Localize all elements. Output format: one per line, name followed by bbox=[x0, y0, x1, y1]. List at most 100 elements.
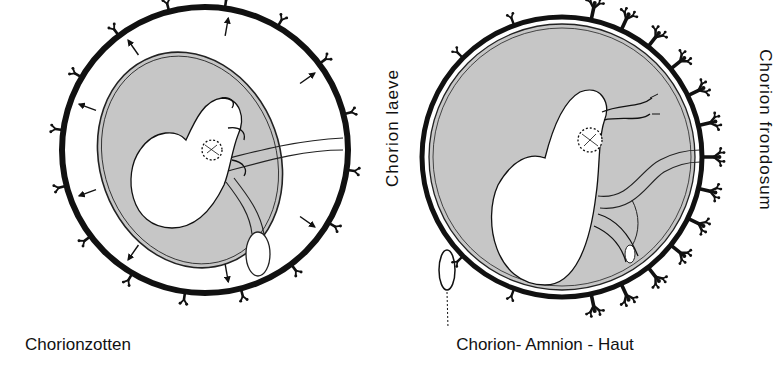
villus-tip bbox=[122, 281, 125, 284]
villus-tip bbox=[50, 124, 53, 127]
villus-tip bbox=[107, 27, 110, 30]
amnion bbox=[433, 28, 691, 286]
embryo bbox=[492, 90, 660, 285]
villus-tip bbox=[185, 303, 188, 306]
villus-tip bbox=[701, 224, 705, 228]
villus-tip bbox=[708, 223, 711, 226]
villus-tip bbox=[585, 313, 588, 316]
villus-tip bbox=[239, 300, 242, 303]
villus-tip bbox=[52, 184, 55, 187]
villus-tip bbox=[723, 151, 726, 154]
villus-tip bbox=[719, 188, 722, 191]
villus-tip bbox=[635, 15, 638, 18]
villus-tip bbox=[355, 113, 358, 116]
villus-tip bbox=[719, 147, 722, 150]
villus-tip bbox=[657, 25, 660, 28]
villus-tip bbox=[713, 190, 717, 194]
villus-tip bbox=[455, 265, 458, 268]
villus-tip bbox=[707, 94, 710, 97]
embryo bbox=[131, 98, 246, 228]
growth-arrows bbox=[79, 18, 315, 282]
villus-tip bbox=[699, 233, 702, 236]
villus-tip bbox=[627, 298, 631, 302]
villus-tip bbox=[620, 8, 623, 11]
villus-tip bbox=[358, 167, 361, 170]
villus-tip bbox=[664, 281, 667, 284]
villus-tip bbox=[665, 36, 668, 39]
connecting-stalk bbox=[224, 150, 343, 172]
membrane-marker bbox=[439, 250, 455, 290]
villus-tip bbox=[657, 279, 661, 283]
villus-tip bbox=[707, 217, 710, 220]
villus-tip bbox=[285, 16, 288, 19]
yolk-sac bbox=[246, 232, 270, 276]
villus-tip bbox=[602, 2, 605, 5]
villus-tip bbox=[593, 309, 597, 313]
villus-tip bbox=[717, 196, 720, 199]
villus-tip bbox=[717, 115, 720, 118]
villus-tip bbox=[49, 130, 52, 133]
growth-arrow bbox=[79, 190, 96, 196]
umbilical-cord bbox=[598, 150, 700, 196]
villus-tip bbox=[78, 239, 81, 242]
yolk-duct bbox=[632, 200, 638, 246]
villus-tip bbox=[71, 67, 74, 70]
villus-tip bbox=[512, 299, 515, 302]
villus-tip bbox=[717, 183, 720, 186]
villus-tip bbox=[717, 155, 721, 159]
villus-tip bbox=[723, 160, 726, 163]
villus-tip bbox=[625, 7, 628, 10]
villus-tip bbox=[719, 123, 722, 126]
growth-arrow bbox=[300, 73, 315, 83]
figure-label: Chorion laeve bbox=[384, 69, 403, 187]
villus-tip bbox=[602, 309, 605, 312]
growth-arrow bbox=[300, 217, 315, 227]
villus-tip bbox=[68, 73, 71, 76]
villus-tip bbox=[708, 89, 711, 92]
amnion bbox=[429, 24, 695, 290]
villus-tip bbox=[679, 49, 682, 52]
villus-tip bbox=[657, 31, 661, 35]
villus-tip bbox=[635, 296, 638, 299]
villus-tip bbox=[665, 275, 668, 278]
villus-tip bbox=[717, 128, 720, 131]
villus-tip bbox=[330, 58, 333, 61]
villus bbox=[226, 0, 230, 1]
villus-tip bbox=[682, 56, 686, 60]
villus-tip bbox=[336, 230, 339, 233]
villus-tip bbox=[699, 78, 702, 81]
villus-tip bbox=[179, 302, 182, 305]
villus-tip bbox=[689, 254, 692, 257]
villus-tip bbox=[684, 261, 687, 264]
villus-tip bbox=[633, 301, 636, 304]
villus-tip bbox=[585, 0, 588, 1]
villus-tip bbox=[506, 297, 509, 300]
villus-tip bbox=[113, 23, 116, 26]
villus-tip bbox=[300, 271, 303, 274]
yolk-duct bbox=[226, 178, 264, 234]
villus-tip bbox=[506, 14, 509, 17]
villus-tip bbox=[128, 284, 131, 287]
villus-tip bbox=[279, 13, 282, 16]
villus-tip bbox=[294, 275, 297, 278]
growth-arrow bbox=[225, 18, 228, 36]
umbilical-cord bbox=[600, 162, 700, 208]
figure-label: Chorion frondosum bbox=[756, 49, 775, 211]
amnion bbox=[68, 26, 312, 294]
villus-tip bbox=[353, 106, 356, 109]
villus-tip bbox=[82, 245, 85, 248]
villus-tip bbox=[713, 120, 717, 124]
yolk-sac bbox=[625, 245, 635, 263]
villus-tip bbox=[682, 254, 686, 258]
villus-tip bbox=[599, 313, 602, 316]
villus-tip bbox=[593, 1, 597, 5]
villus-tip bbox=[246, 298, 249, 301]
villus-tip bbox=[357, 173, 360, 176]
villus-tip bbox=[652, 286, 655, 289]
villus bbox=[167, 0, 169, 4]
leader-line bbox=[447, 292, 448, 328]
villus-tip bbox=[625, 304, 628, 307]
growth-arrow bbox=[79, 104, 96, 110]
villus-tip bbox=[713, 200, 716, 203]
